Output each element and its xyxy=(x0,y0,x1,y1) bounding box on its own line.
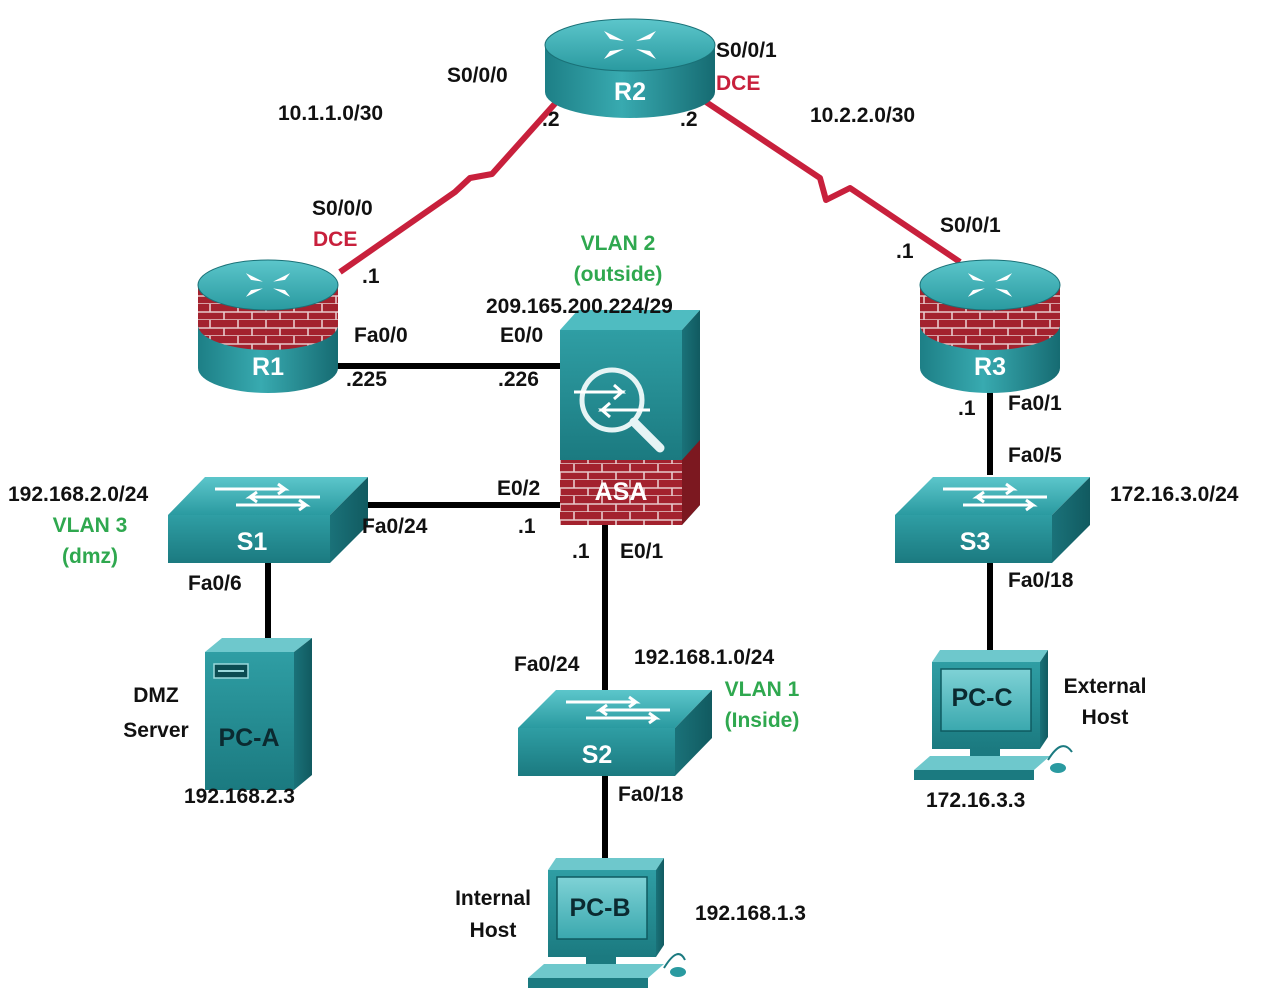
pc-a-label: PC-A xyxy=(218,724,279,752)
pcb-desc-line2: Host xyxy=(470,919,517,942)
pcb-ip-label: 192.168.1.3 xyxy=(695,902,806,925)
pc-b-label: PC-B xyxy=(569,894,630,922)
asa-e02-label: E0/2 xyxy=(497,477,540,500)
server-icon xyxy=(205,638,312,790)
pc-icon xyxy=(528,858,686,988)
r2-right-host-label: .2 xyxy=(680,108,698,131)
switch-s1[interactable]: S1 xyxy=(168,477,368,563)
switch-s1-label: S1 xyxy=(237,528,268,556)
serial-link-r1-r2 xyxy=(338,95,563,275)
pca-ip-label: 192.168.2.3 xyxy=(184,785,295,808)
serial-link-r2-r3 xyxy=(698,95,962,265)
router-r1-label: R1 xyxy=(252,353,284,381)
switch-icon xyxy=(895,477,1090,563)
s1-fa06-label: Fa0/6 xyxy=(188,572,242,595)
s1-fa024-label: Fa0/24 xyxy=(362,515,428,538)
interface-labels: S0/0/0 S0/0/1 DCE .2 .2 10.1.1.0/30 10.2… xyxy=(8,39,1239,942)
router-icon xyxy=(544,18,716,118)
asa-e01-host-label: .1 xyxy=(572,540,590,563)
s2-fa024-label: Fa0/24 xyxy=(514,653,580,676)
vlan3-desc-label: (dmz) xyxy=(62,545,118,568)
r2-s001-label: S0/0/1 xyxy=(716,39,777,62)
asa-firewall-icon xyxy=(560,310,700,525)
pca-desc-line2: Server xyxy=(123,719,188,742)
switch-s3[interactable]: S3 xyxy=(895,477,1090,563)
pcb-desc-line1: Internal xyxy=(455,887,531,910)
net-outside-label: 209.165.200.224/29 xyxy=(486,295,673,318)
server-pc-a[interactable]: PC-A xyxy=(205,638,312,790)
net-r2-r3-label: 10.2.2.0/30 xyxy=(810,104,915,127)
r1-s000-label: S0/0/0 xyxy=(312,197,373,220)
pcc-ip-label: 172.16.3.3 xyxy=(926,789,1025,812)
pc-c-label: PC-C xyxy=(951,684,1012,712)
switch-icon xyxy=(168,477,368,563)
vlan1-name-label: VLAN 1 xyxy=(725,678,800,701)
switch-s3-label: S3 xyxy=(960,528,991,556)
switch-icon xyxy=(518,690,712,776)
r2-s000-label: S0/0/0 xyxy=(447,64,508,87)
r3-fa01-label: Fa0/1 xyxy=(1008,392,1062,415)
pcc-desc-line1: External xyxy=(1064,675,1147,698)
vlan2-name-label: VLAN 2 xyxy=(581,232,656,255)
r1-fa00-host-label: .225 xyxy=(346,368,387,391)
r3-fa01-host-label: .1 xyxy=(958,397,976,420)
pc-pc-b[interactable]: PC-B xyxy=(528,858,686,988)
net-inside-label: 192.168.1.0/24 xyxy=(634,646,774,669)
s2-fa018-label: Fa0/18 xyxy=(618,783,684,806)
vlan1-desc-label: (Inside) xyxy=(725,709,800,732)
asa-e02-host-label: .1 xyxy=(518,515,536,538)
pc-pc-c[interactable]: PC-C xyxy=(914,650,1073,780)
r3-serial-host-label: .1 xyxy=(896,240,914,263)
switch-s2[interactable]: S2 xyxy=(518,690,712,776)
vlan2-desc-label: (outside) xyxy=(574,263,663,286)
asa-firewall[interactable]: ASA xyxy=(560,310,700,525)
router-r3[interactable]: R3 xyxy=(919,259,1061,393)
s3-fa05-label: Fa0/5 xyxy=(1008,444,1062,467)
router-r2-label: R2 xyxy=(614,78,646,106)
asa-e00-label: E0/0 xyxy=(500,324,543,347)
firewall-router-icon xyxy=(919,259,1061,393)
s3-fa018-label: Fa0/18 xyxy=(1008,569,1074,592)
r3-s001-label: S0/0/1 xyxy=(940,214,1001,237)
vlan3-name-label: VLAN 3 xyxy=(53,514,128,537)
r1-serial-host-label: .1 xyxy=(362,265,380,288)
pc-icon xyxy=(914,650,1073,780)
r2-left-host-label: .2 xyxy=(542,108,560,131)
router-r1[interactable]: R1 xyxy=(197,259,339,393)
net-s3-label: 172.16.3.0/24 xyxy=(1110,483,1239,506)
pca-desc-line1: DMZ xyxy=(133,684,179,707)
r1-dce-label: DCE xyxy=(313,228,357,251)
r2-dce-label: DCE xyxy=(716,72,760,95)
asa-e01-label: E0/1 xyxy=(620,540,664,563)
switch-s2-label: S2 xyxy=(582,741,613,769)
links xyxy=(265,95,993,860)
pcc-desc-line2: Host xyxy=(1082,706,1129,729)
firewall-router-icon xyxy=(197,259,339,393)
router-r3-label: R3 xyxy=(974,353,1006,381)
net-dmz-label: 192.168.2.0/24 xyxy=(8,483,148,506)
router-r2[interactable]: R2 xyxy=(544,18,716,118)
asa-e00-host-label: .226 xyxy=(498,368,539,391)
r1-fa00-label: Fa0/0 xyxy=(354,324,408,347)
net-r1-r2-label: 10.1.1.0/30 xyxy=(278,102,383,125)
asa-label: ASA xyxy=(595,478,648,506)
